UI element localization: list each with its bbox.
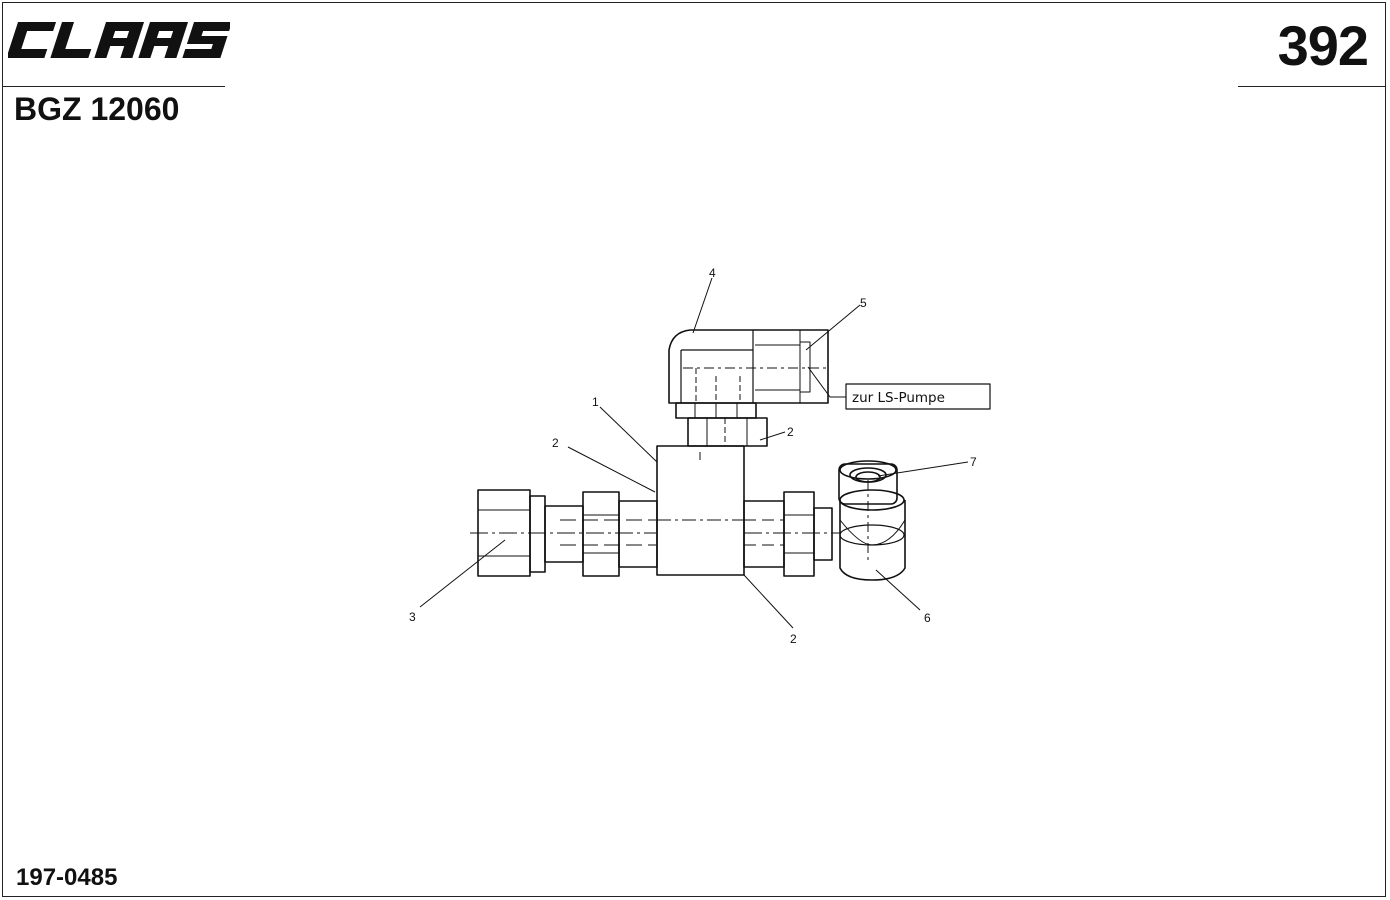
header-rule-left (2, 86, 225, 87)
elbow-fitting (668, 329, 829, 404)
claas-logo (8, 22, 230, 58)
upper-nut (687, 417, 768, 447)
ref-number: 197-0485 (16, 864, 118, 891)
page-number: 392 (1277, 14, 1369, 77)
callout-1: 1 (592, 395, 599, 409)
header-rule-right (1238, 86, 1386, 87)
callout-3: 3 (409, 610, 416, 624)
tee-body (656, 445, 745, 576)
banjo-fitting (839, 500, 906, 581)
doc-code: BGZ 12060 (14, 91, 180, 127)
callout-6: 6 (924, 611, 931, 625)
callout-4: 4 (709, 266, 716, 280)
callout-2b: 2 (787, 425, 794, 439)
right-nut (783, 491, 815, 577)
callout-7: 7 (970, 455, 977, 469)
note-box (845, 383, 991, 410)
ls-pump-note: zur LS-Pumpe (852, 390, 945, 406)
callout-2c: 2 (790, 632, 797, 646)
left-nut (582, 491, 620, 577)
callout-2a: 2 (552, 436, 559, 450)
callout-5: 5 (860, 296, 867, 310)
